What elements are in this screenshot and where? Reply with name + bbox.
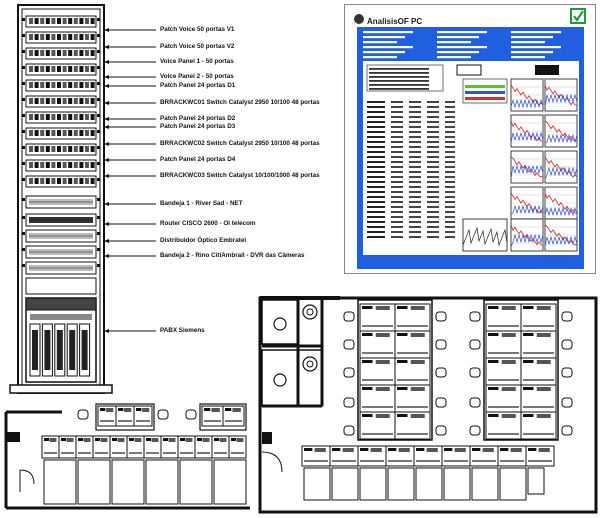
- rack-units: [22, 15, 100, 295]
- rack-label: Patch Panel 24 portas D4: [160, 156, 236, 163]
- rack-label: Voice Panel 1 - 50 portas: [160, 58, 234, 65]
- rack-label: Distribuidor Óptico Embratel: [160, 237, 247, 244]
- rack-label: Patch Panel 24 portas D2: [160, 115, 236, 122]
- rack-label: Voice Panel 2 - 50 portas: [160, 73, 234, 80]
- rack-label-arrows: [104, 28, 156, 333]
- rack-label: Patch Panel 24 portas D3: [160, 123, 236, 130]
- rack-label: Patch Voice 50 portas V1: [160, 26, 235, 33]
- rack-label: Patch Voice 50 portas V2: [160, 43, 235, 50]
- report-title: AnalisisOF PC: [367, 17, 423, 26]
- rack-label: BRRACKWC03 Switch Catalyst 10/100/1000 4…: [160, 172, 320, 179]
- rack-label: BRRACKWC02 Switch Catalyst 2950 10/100 4…: [160, 140, 320, 147]
- report-logo-icon: [354, 14, 364, 24]
- rack-label: Bandeja 2 - Rino CitiAmbrail - DVR das C…: [160, 252, 305, 259]
- rack-label: Patch Panel 24 portas D1: [160, 82, 236, 89]
- rack-base: [9, 384, 113, 394]
- rack-label: BRRACKWC01 Switch Catalyst 2950 10/100 4…: [160, 99, 320, 106]
- rack-label: Bandeja 1 - River Sad - NET: [160, 200, 243, 207]
- report-graphics: [354, 8, 586, 269]
- rack-label: PABX Siemens: [160, 327, 205, 334]
- rack-label: Router CISCO 2600 - Ol telecom: [160, 220, 256, 227]
